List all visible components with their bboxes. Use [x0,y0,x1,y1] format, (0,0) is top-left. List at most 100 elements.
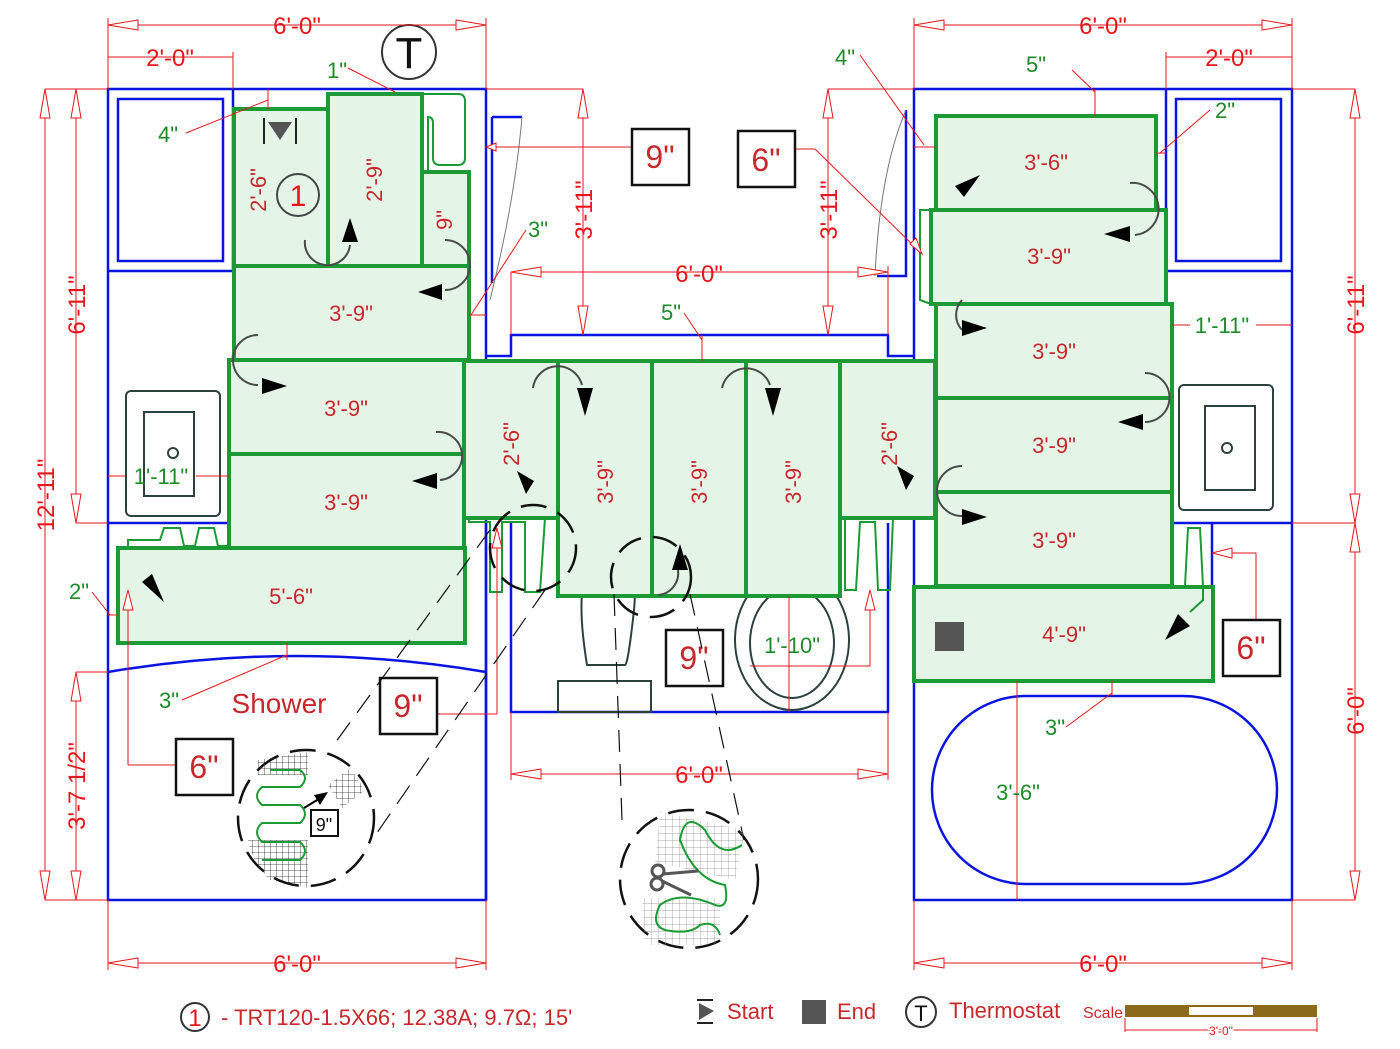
left-sink-basin [143,411,195,497]
circuit-number: 1 [290,180,307,213]
mat-label: 3'-9" [687,460,712,504]
mat-right-c[interactable] [934,302,1174,400]
right-sink-basin [1204,405,1256,491]
cable-right-loop [1172,527,1204,613]
cable-left-loop [127,527,229,548]
turn-arc [955,299,963,331]
mat-label: 3'-9" [324,396,368,421]
dim-center-width: 6'-0" [675,261,723,288]
mat-right-b[interactable] [929,208,1168,306]
cable-center-right-loop [844,517,930,591]
mat-label: 3'-9" [329,301,373,326]
right-vanity [1174,97,1283,263]
mat-label: 3'-9" [1032,433,1076,458]
turn-arc [435,430,464,481]
mat-label: 2'-6" [499,422,524,466]
legend-thermostat-label: Thermostat [949,998,1060,1023]
note-left-vanity-offset: 4" [158,122,178,147]
end-marker-icon [935,622,964,651]
callout-right-side: 6" [1236,630,1265,666]
cable-serpentine [655,821,743,936]
detail-small-box [310,809,339,837]
cable-top-loop [422,93,466,172]
mat-label: 3'-9" [593,460,618,504]
detail-cable-cut [618,808,760,950]
mat-left-d[interactable] [232,264,471,362]
turn-arc [444,239,471,291]
legend-circuit-icon [180,1002,210,1032]
mat-label: 2'-6" [877,422,902,466]
mat-label: 3'-9" [1032,339,1076,364]
dimension-lines [39,18,1361,970]
arrow-left-icon [418,284,442,300]
legend-scale-label: Scale [1083,1005,1123,1022]
dim-center-left-height: 3'-11" [571,180,598,239]
callout-shower-right: 9" [393,688,422,724]
mesh-patch [642,898,720,945]
turn-arc [232,334,259,386]
dim-right-bottom-width: 6'-0" [1079,951,1127,978]
dim-left-top-sub: 2'-0" [146,45,194,72]
mat-right-d[interactable] [934,396,1174,494]
cable-center-left-loop [468,517,546,593]
legend-circuit-spec: - TRT120-1.5X66; 12.38A; 9.7Ω; 15' [221,1005,572,1030]
mat-left-f[interactable] [227,452,466,550]
mat-center-a[interactable] [462,359,560,520]
turn-arc [532,365,583,389]
right-sink-drain-icon [1221,442,1233,454]
mat-label: 2'-6" [246,168,271,212]
dimension-labels: 6'-0" 2'-0" 6'-0" 2'-0" 6'-0" 3'-11" 3'-… [33,13,1370,978]
mat-label: 3'-9" [324,490,368,515]
dim-left-top-width: 6'-0" [273,13,321,40]
mat-right-e[interactable] [934,490,1174,588]
note-right-vanity-offset: 2" [1215,98,1235,123]
mat-left-g[interactable] [116,546,467,645]
note-left-door-offset: 3" [528,217,548,242]
detail-leader [371,589,546,841]
turn-arc [657,569,680,596]
right-sink-outer [1178,384,1274,511]
callout-toilet: 9" [679,640,708,676]
detail-source-left [488,503,578,593]
note-toilet-clearance: 1'-10" [764,633,820,658]
note-right-sink-clearance: 1'-11" [1195,313,1249,338]
left-vanity [116,97,225,263]
mat-label: 5'-6" [269,584,313,609]
turn-arc [1129,181,1160,236]
dim-center-right-height: 3'-11" [816,180,843,239]
mat-label: 4'-9" [1042,622,1086,647]
turn-arc [936,465,963,517]
thermostat-symbol: T [396,29,423,78]
scissors-icon [649,863,699,897]
shower-curb [107,654,487,674]
legend-thermostat-icon [905,996,937,1028]
arrow-right-icon [262,378,287,394]
mesh-patch [655,812,745,880]
detail-cutting-mat [236,748,376,888]
mat-label: 9" [432,210,457,230]
turn-arc [721,367,771,389]
note-left-shower-offset: 3" [159,688,179,713]
mesh-patch [248,840,308,888]
mat-right-a[interactable] [934,114,1158,212]
arrow-down-icon [577,388,593,416]
dim-left-bottom-width: 6'-0" [273,951,321,978]
shower-label: Shower [232,688,327,719]
dim-left-shower-height: 3'-7 1/2" [64,742,91,830]
note-center-wall-offset: 5" [661,300,681,325]
detail-small-label: 9" [316,815,332,835]
callout-box [378,676,439,736]
note-right-tub-offset: 3" [1045,715,1065,740]
dim-left-total-height: 12'-11" [33,459,60,532]
right-door-swing [874,109,907,277]
dim-right-top-sub: 2'-0" [1205,45,1253,72]
note-left-wall-offset: 2" [69,579,89,604]
mat-center-e[interactable] [838,359,937,520]
legend-thermostat-symbol: T [914,1001,927,1026]
mat-center-b[interactable] [556,359,654,598]
start-icon [268,122,292,140]
arrow-left-icon [412,473,437,489]
toilet-tank [557,680,652,713]
callout-box [630,127,691,187]
